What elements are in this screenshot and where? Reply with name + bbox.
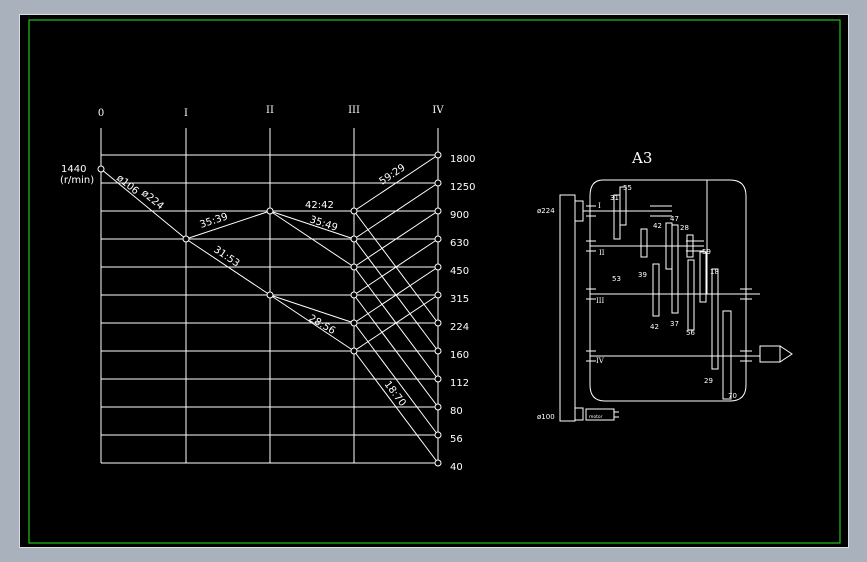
speed-value: 450 [450,266,469,277]
drawing-sheet: 0 I II III IV 1800 1250 900 630 450 315 … [19,14,849,548]
speed-nodes [97,151,442,467]
ratio-label: 35:49 [308,214,339,233]
speed-value: 80 [450,406,463,417]
shaft-label-iii: III [348,105,360,116]
speed-value: 1800 [450,154,475,165]
gear-label: 37 [670,320,679,328]
cad-canvas: 0 I II III IV 1800 1250 900 630 450 315 … [28,19,841,544]
speed-value: 112 [450,378,469,389]
speed-value: 40 [450,462,463,473]
shaft-label-iv: IV [432,105,444,116]
pulley-hub [574,200,584,222]
gearbox-shaft-label: II [599,249,605,257]
speed-value: 1250 [450,182,475,193]
gear-label: 42 [650,323,659,331]
speed-value: 56 [450,434,463,445]
gear-label: 47 [670,215,679,223]
pulley-large-diameter: ø224 [139,188,166,212]
speed-values: 1800 1250 900 630 450 315 224 160 112 80… [450,154,475,473]
gear-label: 28 [680,224,689,232]
speed-value: 224 [450,322,469,333]
gearbox-housing [589,179,747,402]
gear-label: 31 [610,194,619,202]
speed-grid-lines [101,154,438,464]
motor-label: motor [589,414,603,420]
gear-label: 59 [702,248,711,256]
transmission-paths [100,154,439,464]
shaft-label-ii: II [266,105,274,116]
gear-label: 55 [623,184,632,192]
speed-value: 315 [450,294,469,305]
gearbox-shaft-labels: I II III IV [596,202,605,365]
gear-label: 70 [728,392,737,400]
ratio-label: 18:70 [382,379,408,409]
motor-body [585,408,615,421]
gear-label: 29 [704,377,713,385]
ratio-label: 28:56 [307,313,337,337]
ratio-label: 35:39 [199,211,230,230]
motor-speed: 1440 [61,164,86,175]
spindle-nose [759,345,781,363]
bearings [586,205,752,362]
gearbox-shaft-label: I [598,202,601,210]
gear-label: 56 [686,329,695,337]
pulley-small-diameter: ø106 [114,173,141,197]
gearbox-pulley-bottom: ø100 [537,413,555,421]
gearbox-shaft-label: IV [596,357,605,365]
gear-label: 42 [653,222,662,230]
gear-label: 53 [612,275,621,283]
speed-chart [97,128,442,467]
spindle-cone [779,345,793,363]
gearbox-schematic [559,179,793,422]
gear-label: 18 [710,268,719,276]
gearbox-pulley-top: ø224 [537,207,555,215]
ratio-label: 42:42 [305,200,334,211]
gear-label: 39 [638,271,647,279]
speed-value: 630 [450,238,469,249]
speed-value: 900 [450,210,469,221]
gears [613,186,732,400]
belt-pulley [559,194,576,422]
shaft-labels: 0 I II III IV [98,105,445,119]
ratio-label: 59:29 [378,162,408,187]
shaft-label-0: 0 [98,108,104,119]
pulley-hub [574,407,584,421]
speed-value: 160 [450,350,469,361]
gearbox-shaft-label: III [596,297,605,305]
gear-tooth-counts: 31 55 53 42 47 39 28 42 37 59 56 18 29 7… [610,184,737,400]
title-frame-border [28,19,841,544]
motor-speed-unit: (r/min) [60,175,94,186]
gearbox-title: A3 [631,149,652,167]
shaft-label-i: I [184,108,188,119]
